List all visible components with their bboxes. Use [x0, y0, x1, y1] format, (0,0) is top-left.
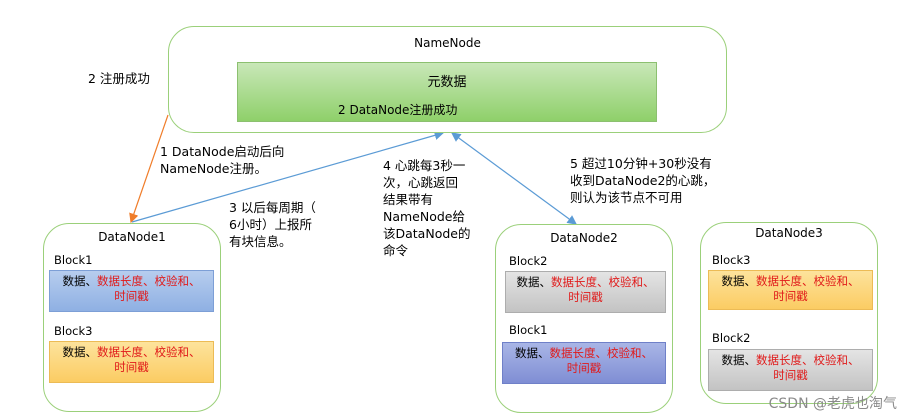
block-card: 数据、数据长度、校验和、 时间戳: [505, 271, 666, 313]
annotation-line: 则认为该节点不可用: [570, 190, 683, 205]
block-field-data: 数据、: [62, 345, 98, 359]
datanode3-box: DataNode3 Block3 数据、数据长度、校验和、 时间戳 Block2…: [700, 222, 878, 404]
datanode2-box: DataNode2 Block2 数据、数据长度、校验和、 时间戳 Block1…: [495, 224, 673, 413]
block-field-meta: 数据长度、校验和、: [549, 346, 654, 360]
block-label: Block2: [712, 331, 751, 345]
annotation-line: 该DataNode的: [383, 226, 471, 241]
block-field-timestamp: 时间戳: [773, 289, 808, 303]
annotation-line: NameNode注册。: [160, 161, 268, 176]
block-field-data: 数据、: [515, 346, 550, 360]
annotation-line: 3 以后每周期（: [229, 200, 316, 215]
block-field-timestamp: 时间戳: [114, 360, 149, 374]
namenode-box: NameNode 元数据 2 DataNode注册成功: [168, 26, 727, 133]
metadata-sub: 2 DataNode注册成功: [338, 103, 458, 117]
annotation-line: 5 超过10分钟+30秒没有: [570, 156, 712, 171]
block-label: Block3: [712, 253, 751, 267]
block-field-timestamp: 时间戳: [566, 361, 602, 375]
block-field-meta: 数据长度、校验和、: [756, 274, 860, 288]
block-label: Block3: [54, 324, 93, 338]
annotation-periodic-report: 3 以后每周期（ 6小时）上报所 有块信息。: [229, 199, 316, 250]
block-field-timestamp: 时间戳: [773, 368, 808, 382]
annotation-line: 4 心跳每3秒一: [383, 158, 466, 173]
annotation-line: 1 DataNode启动后向: [160, 144, 285, 159]
block-card: 数据、数据长度、校验和、 时间戳: [502, 342, 666, 384]
register-arrow: [129, 114, 169, 224]
annotation-register-success: 2 注册成功: [88, 71, 150, 86]
metadata-box: 元数据 2 DataNode注册成功: [237, 62, 657, 122]
annotation-heartbeat: 4 心跳每3秒一 次，心跳返回 结果带有 NameNode给 该DataNode…: [383, 157, 470, 259]
datanode-title: DataNode1: [98, 230, 166, 244]
block-label: Block1: [54, 253, 93, 267]
annotation-start-register: 1 DataNode启动后向 NameNode注册。: [160, 143, 284, 177]
namenode-title: NameNode: [414, 36, 481, 50]
block-field-data: 数据、: [62, 274, 98, 288]
block-field-data: 数据、: [721, 353, 757, 367]
annotation-line: 结果带有: [383, 192, 434, 207]
block-field-data: 数据、: [721, 274, 757, 288]
datanode1-box: DataNode1 Block1 数据、数据长度、校验和、 时间戳 Block3…: [43, 223, 221, 412]
block-card: 数据、数据长度、校验和、 时间戳: [49, 341, 214, 383]
block-field-meta: 数据长度、校验和、: [756, 353, 860, 367]
annotation-timeout: 5 超过10分钟+30秒没有 收到DataNode2的心跳， 则认为该节点不可用: [570, 155, 715, 206]
watermark: CSDN @老虎也淘气: [768, 396, 897, 412]
block-label: Block1: [509, 323, 548, 337]
block-field-meta: 数据长度、校验和、: [97, 345, 201, 359]
report-arrow: [131, 130, 445, 223]
block-field-meta: 数据长度、校验和、: [97, 274, 201, 288]
heartbeat-arrow: [451, 132, 577, 225]
annotation-line: 命令: [383, 243, 409, 258]
block-label: Block2: [509, 254, 548, 268]
annotation-line: 6小时）上报所: [229, 217, 312, 232]
annotation-line: 收到DataNode2的心跳，: [570, 173, 716, 188]
datanode-title: DataNode3: [755, 226, 823, 240]
block-card: 数据、数据长度、校验和、 时间戳: [708, 270, 873, 310]
annotation-line: 次，心跳返回: [383, 175, 459, 190]
annotation-line: NameNode给: [383, 209, 466, 224]
block-field-data: 数据、: [516, 275, 552, 289]
datanode-title: DataNode2: [550, 231, 618, 245]
block-field-timestamp: 时间戳: [568, 290, 603, 304]
block-field-timestamp: 时间戳: [114, 289, 149, 303]
block-card: 数据、数据长度、校验和、 时间戳: [49, 270, 214, 312]
annotation-line: 有块信息。: [229, 234, 292, 249]
block-field-meta: 数据长度、校验和、: [551, 275, 655, 289]
block-card: 数据、数据长度、校验和、 时间戳: [708, 349, 873, 391]
metadata-label: 元数据: [427, 75, 467, 90]
